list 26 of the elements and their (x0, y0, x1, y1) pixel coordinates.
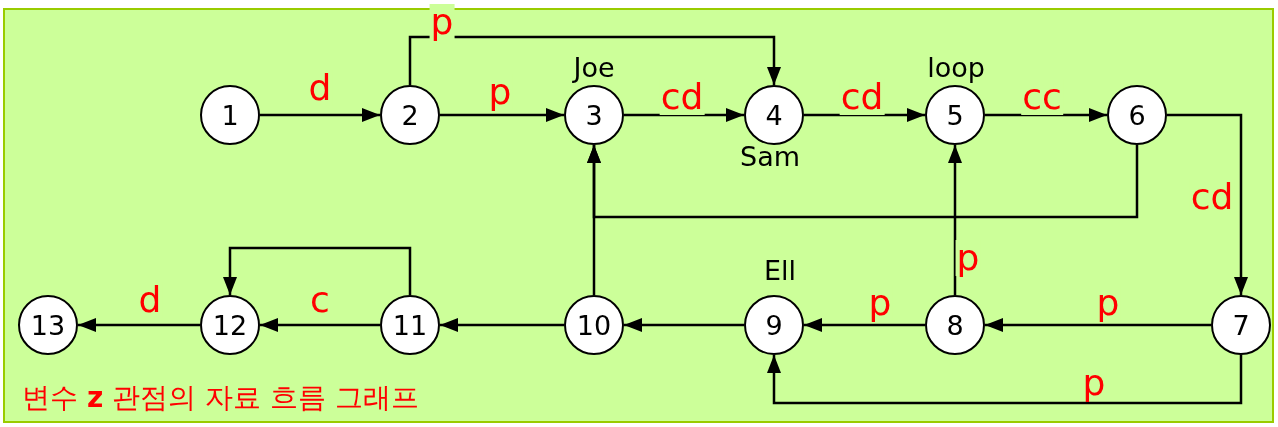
arrow (440, 318, 564, 332)
node-caption: Joe (573, 53, 615, 81)
node-caption: Ell (763, 256, 797, 284)
caption: 변수 z 관점의 자료 흐름 그래프 (22, 383, 419, 414)
arrow (624, 108, 744, 122)
edge-label: p (955, 240, 981, 276)
node-caption: Sam (740, 142, 800, 170)
arrow (440, 108, 564, 122)
arrow (624, 318, 744, 332)
edge-label: cd (839, 79, 885, 115)
arrow (260, 318, 380, 332)
node-caption: loop (927, 53, 985, 81)
arrow (223, 246, 412, 295)
arrow (767, 355, 1243, 405)
edge-label: cd (659, 79, 705, 115)
edge-label: p (429, 4, 455, 40)
arrow (1167, 113, 1248, 295)
arrow (260, 108, 380, 122)
arrow (408, 35, 781, 85)
arrow (804, 108, 925, 122)
arrow (587, 145, 1139, 219)
arrow (948, 145, 962, 295)
arrow (78, 318, 200, 332)
arrow (985, 108, 1107, 122)
arrow (985, 318, 1211, 332)
arrow (804, 318, 925, 332)
